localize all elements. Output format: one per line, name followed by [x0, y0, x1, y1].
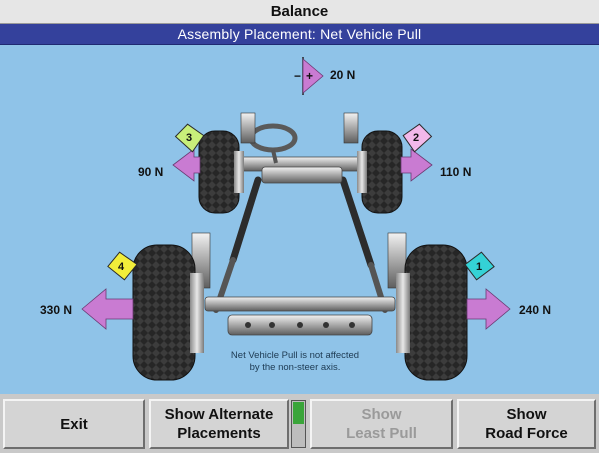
level-meter-fill	[293, 402, 304, 424]
rear-axle	[191, 232, 407, 336]
vehicle-diagram: − +	[0, 45, 599, 394]
chassis-illustration: − +	[81, 57, 511, 381]
position-tag-4-label: 4	[118, 261, 125, 273]
steer-minus-sign: −	[294, 69, 301, 83]
wheel-front-right	[357, 130, 403, 214]
wheel-rear-right	[396, 244, 468, 381]
position-tag-1-label: 1	[476, 261, 482, 273]
show-least-pull-line2: Least Pull	[346, 425, 417, 442]
frame	[213, 176, 388, 313]
show-alternate-line2: Placements	[177, 425, 261, 442]
net-pull-note: Net Vehicle Pull is not affected by the …	[195, 350, 395, 374]
steer-plus-sign: +	[306, 69, 313, 83]
force-position-1: 240 N	[519, 303, 552, 317]
position-tag-4: 4	[107, 251, 138, 281]
show-road-force-button[interactable]: Show Road Force	[457, 399, 596, 449]
net-pull-note-line2: by the non-steer axis.	[249, 362, 341, 373]
wheel-front-left	[198, 130, 244, 214]
position-tag-2: 2	[402, 123, 433, 153]
net-pull-value: 20 N	[330, 68, 356, 82]
show-least-pull-button[interactable]: Show Least Pull	[310, 399, 453, 449]
arrow-position-3	[172, 148, 201, 182]
wheel-rear-left	[132, 244, 204, 381]
exit-button-label: Exit	[60, 415, 88, 433]
level-meter	[291, 400, 306, 448]
exit-button[interactable]: Exit	[3, 399, 145, 449]
arrow-position-1	[466, 288, 511, 330]
arrow-position-4	[81, 288, 134, 330]
front-axle	[229, 112, 371, 184]
net-pull-note-line1: Net Vehicle Pull is not affected	[230, 350, 360, 361]
window-title: Balance	[0, 0, 599, 24]
force-position-4: 330 N	[40, 303, 73, 317]
position-tag-1: 1	[464, 251, 495, 281]
show-least-pull-line1: Show	[361, 406, 402, 423]
show-road-force-line2: Road Force	[485, 425, 568, 442]
position-tag-2-label: 2	[413, 132, 419, 144]
force-position-2: 110 N	[440, 165, 472, 179]
position-tag-3: 3	[174, 123, 205, 153]
force-position-3: 90 N	[138, 165, 164, 179]
net-pull-indicator: − +	[294, 57, 324, 95]
show-road-force-line1: Show	[506, 406, 547, 423]
position-tag-3-label: 3	[186, 132, 192, 144]
arrow-position-2	[400, 148, 433, 182]
show-alternate-line1: Show Alternate	[164, 406, 274, 423]
page-subtitle: Assembly Placement: Net Vehicle Pull	[0, 24, 599, 45]
show-alternate-placements-button[interactable]: Show Alternate Placements	[149, 399, 289, 449]
